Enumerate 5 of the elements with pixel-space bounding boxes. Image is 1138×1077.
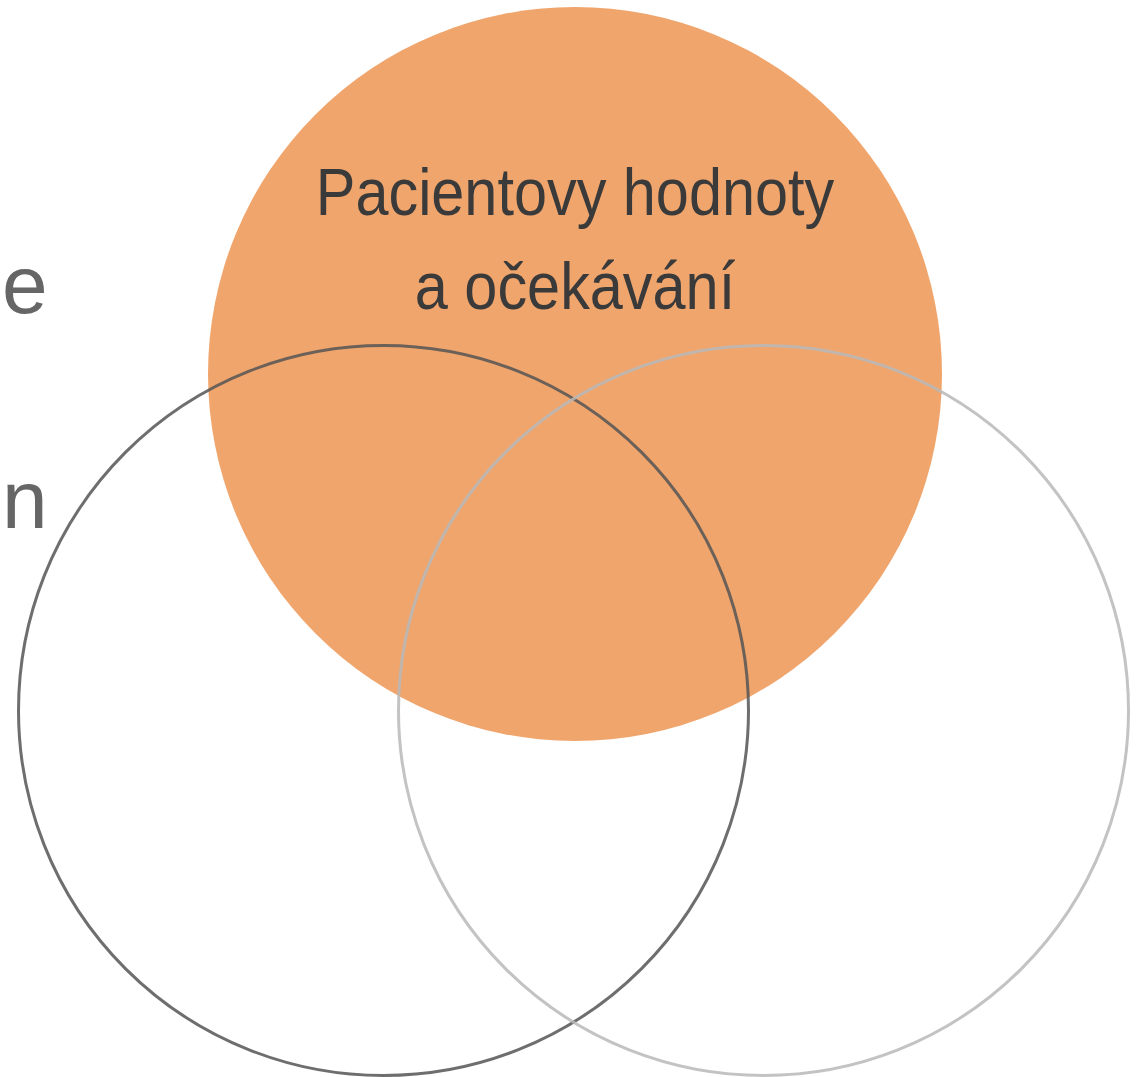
cut-off-text: n xyxy=(2,455,48,545)
circle-label: Pacientovy hodnoty a očekávání xyxy=(314,154,836,325)
cut-off-text: e xyxy=(2,240,48,330)
venn-circle xyxy=(396,343,1130,1077)
venn-circle xyxy=(208,7,942,741)
